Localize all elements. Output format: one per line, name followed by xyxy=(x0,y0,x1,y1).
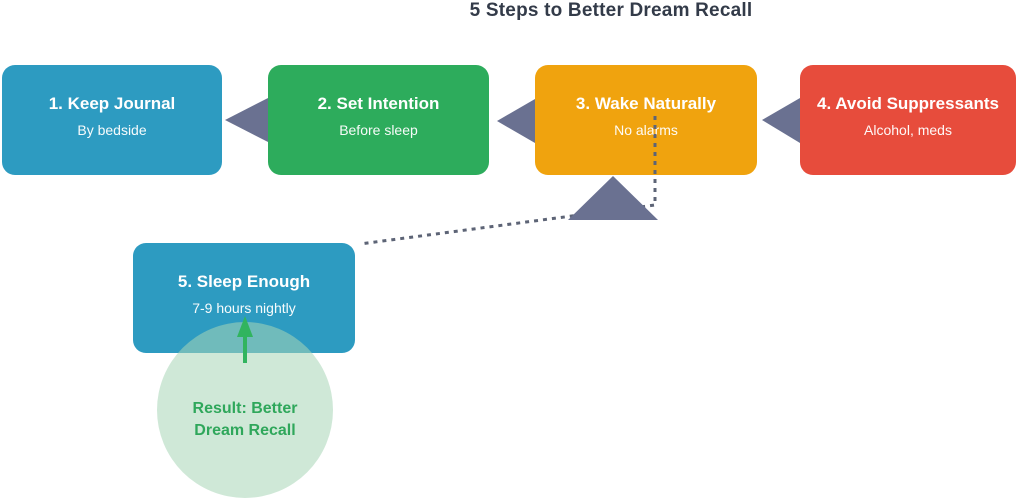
step-label: 3. Wake Naturally xyxy=(575,94,717,113)
step-box-wake-naturally: 3. Wake Naturally No alarms xyxy=(535,65,757,175)
result-label-line1: Result: Better xyxy=(192,400,298,417)
step-box-avoid-suppressants: 4. Avoid Suppressants Alcohol, meds xyxy=(800,65,1016,175)
step-note: 7-9 hours nightly xyxy=(192,300,296,316)
flow-triangle-4-to-3 xyxy=(762,98,800,143)
step-label: 5. Sleep Enough xyxy=(177,272,311,291)
step-label: 4. Avoid Suppressants xyxy=(816,94,999,113)
step-label: 2. Set Intention xyxy=(317,94,440,113)
step-box-set-intention: 2. Set Intention Before sleep xyxy=(268,65,489,175)
diagram-title: 5 Steps to Better Dream Recall xyxy=(469,0,753,21)
step-box-keep-journal: 1. Keep Journal By bedside xyxy=(2,65,222,175)
step-note: Alcohol, meds xyxy=(864,122,952,138)
result-label-line2: Dream Recall xyxy=(194,422,296,439)
flow-triangle-2-to-1 xyxy=(225,98,268,142)
result-label: Result: Better Dream Recall xyxy=(193,398,298,442)
step-note: Before sleep xyxy=(339,122,418,138)
result-circle: Result: Better Dream Recall xyxy=(157,322,333,498)
step-label: 1. Keep Journal xyxy=(48,94,176,113)
step-note: No alarms xyxy=(614,122,678,138)
flow-triangle-up-to-3 xyxy=(568,176,658,220)
flow-triangle-3-to-2 xyxy=(497,99,535,143)
step-note: By bedside xyxy=(77,122,147,138)
